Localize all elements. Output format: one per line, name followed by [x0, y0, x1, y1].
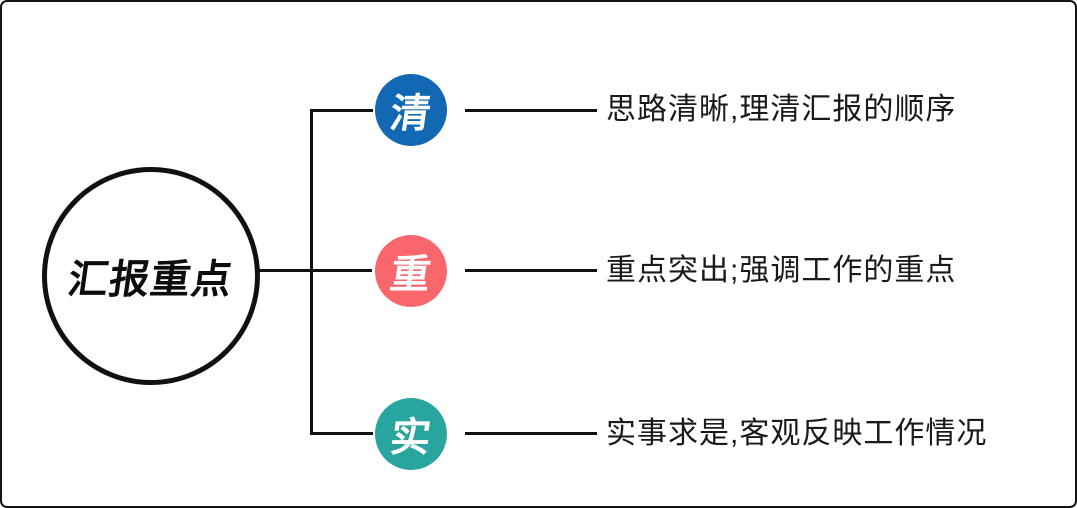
connector-branch-1-right	[465, 109, 597, 112]
branch-badge-qing: 清	[375, 74, 447, 146]
branch-badge-qing-label: 清	[387, 92, 434, 136]
root-title: 汇报重点	[65, 258, 236, 302]
root-node: 汇报重点	[42, 167, 260, 385]
branch-badge-zhong-label: 重	[387, 253, 434, 297]
connector-branch-1-left	[310, 109, 373, 112]
branch-description-2: 重点突出;强调工作的重点	[606, 254, 957, 287]
connector-branch-3-right	[465, 432, 597, 435]
connector-branch-2-right	[465, 269, 597, 272]
connector-root-to-tree	[257, 269, 372, 272]
branch-badge-zhong: 重	[375, 235, 447, 307]
branch-badge-shi-label: 实	[387, 416, 434, 460]
connector-vertical-spine	[310, 109, 313, 435]
branch-badge-shi: 实	[375, 398, 447, 470]
branch-description-1: 思路清晰,理清汇报的顺序	[606, 93, 957, 126]
branch-description-3: 实事求是,客观反映工作情况	[606, 417, 988, 450]
connector-branch-3-left	[310, 432, 373, 435]
